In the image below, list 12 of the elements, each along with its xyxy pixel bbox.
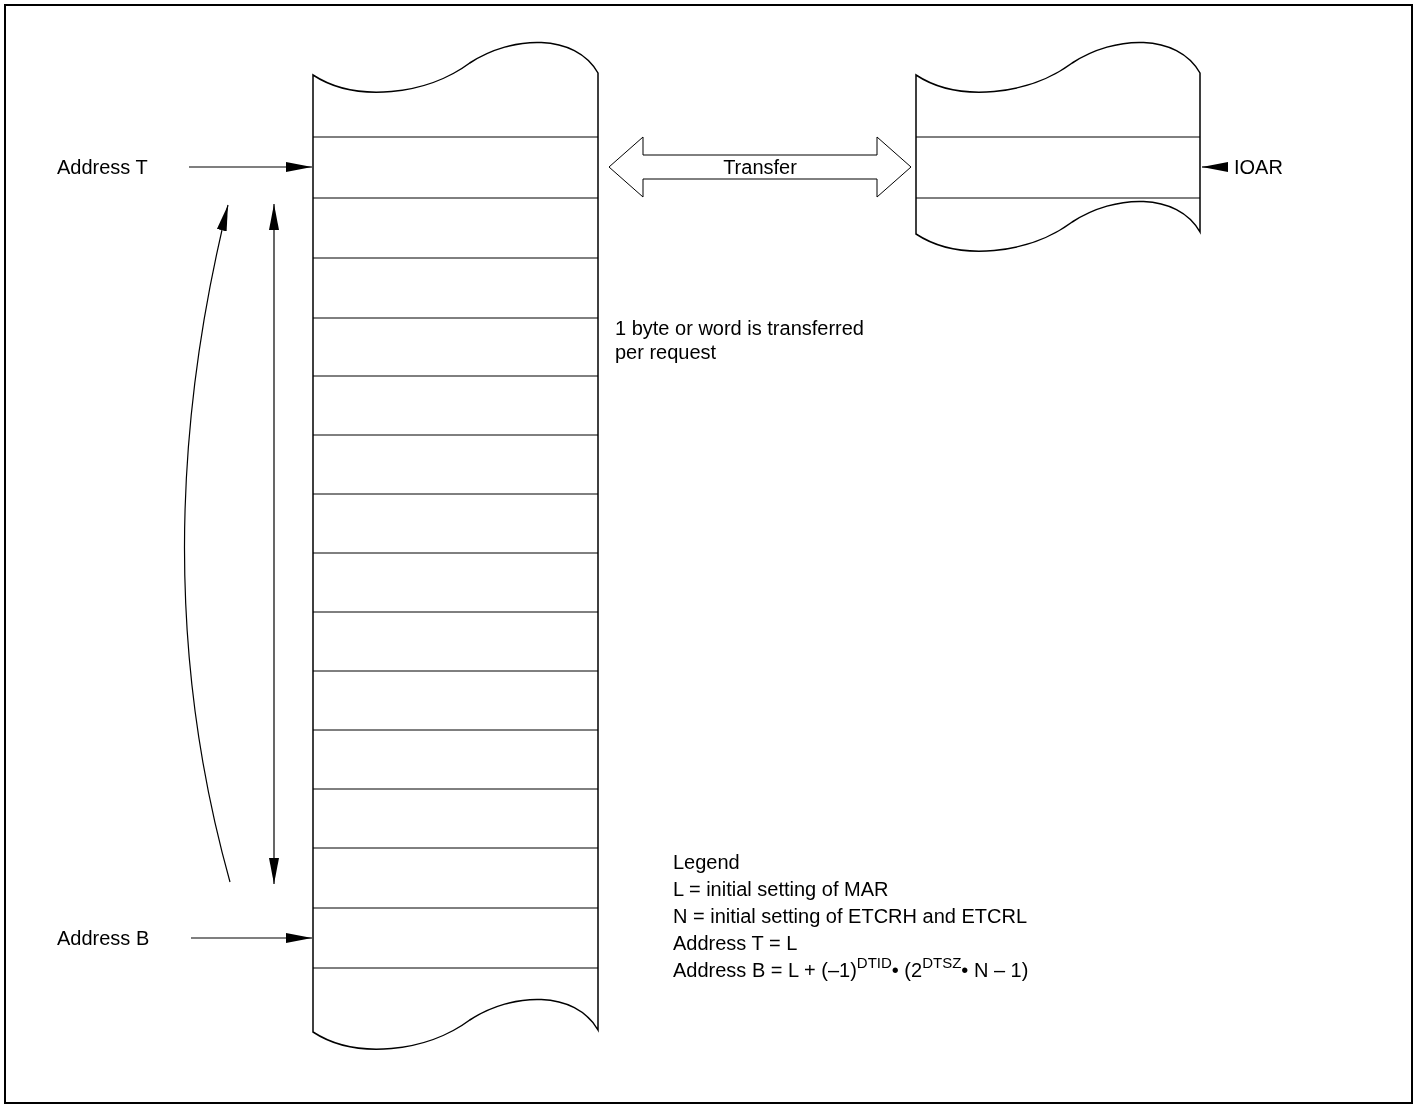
pointer-label: Address T — [57, 155, 183, 179]
arrow — [190, 933, 313, 943]
legend-line: L = initial setting of MAR — [673, 877, 889, 901]
legend-line: Address T = L — [673, 931, 798, 955]
note-text: 1 byte or word is transferred per request — [615, 316, 865, 364]
arrow — [188, 162, 313, 172]
legend-line: N = initial setting of ETCRH and ETCRL — [673, 904, 1028, 928]
legend-line: Address B = L + (–1)$^{DTID}$• (2$^{DTSZ}$• N – 1) — [673, 958, 1029, 983]
legend-heading: Legend — [673, 850, 740, 874]
pointer-label: IOAR — [1234, 155, 1286, 179]
pointer-label: Address B — [57, 926, 185, 950]
arrow — [1201, 162, 1229, 172]
